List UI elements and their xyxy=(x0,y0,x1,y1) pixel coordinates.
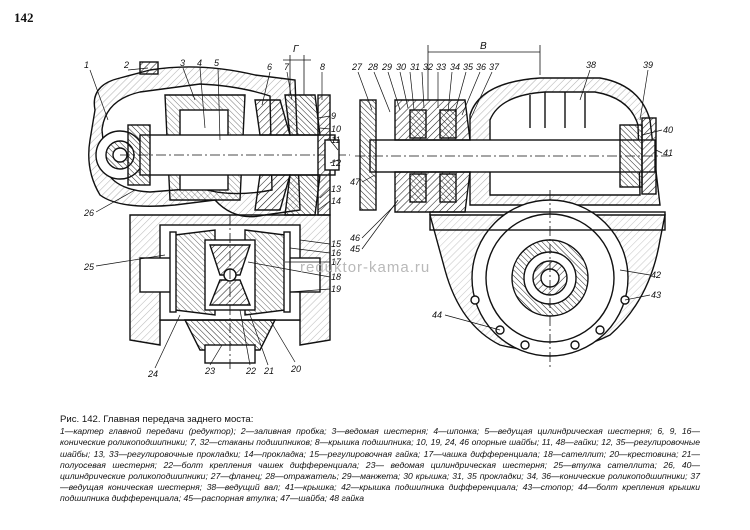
callout-40: 40 xyxy=(663,125,673,135)
callout-32: 32 xyxy=(423,62,433,72)
callout-41: 41 xyxy=(663,148,673,158)
callout-3: 3 xyxy=(180,58,185,68)
caption-title: Рис. 142. Главная передача заднего моста… xyxy=(60,414,254,425)
callout-20: 20 xyxy=(290,364,301,374)
callout-31: 31 xyxy=(410,62,420,72)
callout-21: 21 xyxy=(263,366,274,376)
callout-24: 24 xyxy=(147,369,158,379)
dimension-v xyxy=(427,45,541,100)
callout-43: 43 xyxy=(651,290,661,300)
watermark: reduktor-kama.ru xyxy=(300,259,430,276)
callout-10: 10 xyxy=(331,124,341,134)
page-number: 142 xyxy=(14,10,34,25)
callout-15: 15 xyxy=(331,239,342,249)
callout-8: 8 xyxy=(320,62,325,72)
leader-lines-right xyxy=(357,69,663,331)
callout-19: 19 xyxy=(331,284,341,294)
callout-22: 22 xyxy=(245,366,256,376)
callout-5: 5 xyxy=(214,58,220,68)
dimension-g-label: Г xyxy=(293,44,300,55)
callout-6: 6 xyxy=(267,62,272,72)
callout-42: 42 xyxy=(651,270,661,280)
callout-44: 44 xyxy=(432,310,442,320)
callout-39: 39 xyxy=(643,60,653,70)
caption-legend: 1—картер главной передачи (редуктор); 2—… xyxy=(60,426,700,504)
callout-47: 47 xyxy=(350,177,361,187)
callout-36: 36 xyxy=(476,62,486,72)
callout-11: 11 xyxy=(331,135,340,145)
callout-9: 9 xyxy=(331,111,336,121)
drawing-svg: Г xyxy=(83,41,673,379)
leader-lines-left xyxy=(89,67,339,369)
callout-4: 4 xyxy=(197,58,202,68)
dimension-v-label: В xyxy=(480,41,487,52)
callout-13: 13 xyxy=(331,184,341,194)
callout-30: 30 xyxy=(396,62,406,72)
callout-28: 28 xyxy=(367,62,378,72)
callout-38: 38 xyxy=(586,60,596,70)
callout-23: 23 xyxy=(204,366,215,376)
callout-35: 35 xyxy=(463,62,474,72)
callout-18: 18 xyxy=(331,272,341,282)
technical-drawing: Г xyxy=(83,41,673,379)
callout-46: 46 xyxy=(350,233,360,243)
callout-45: 45 xyxy=(350,244,361,254)
callout-34: 34 xyxy=(450,62,460,72)
callout-7: 7 xyxy=(284,62,290,72)
right-section-view xyxy=(355,77,670,368)
figure-caption: Рис. 142. Главная передача заднего моста… xyxy=(60,414,700,505)
callout-17: 17 xyxy=(331,257,342,267)
callout-33: 33 xyxy=(436,62,446,72)
callout-25: 25 xyxy=(83,262,95,272)
callout-37: 37 xyxy=(489,62,500,72)
callout-1: 1 xyxy=(84,60,89,70)
callout-12: 12 xyxy=(331,158,341,168)
callout-16: 16 xyxy=(331,248,341,258)
callout-14: 14 xyxy=(331,196,341,206)
callout-2: 2 xyxy=(123,60,129,70)
left-section-view xyxy=(88,61,350,370)
callout-29: 29 xyxy=(381,62,392,72)
callout-26: 26 xyxy=(83,208,94,218)
callout-27: 27 xyxy=(351,62,363,72)
